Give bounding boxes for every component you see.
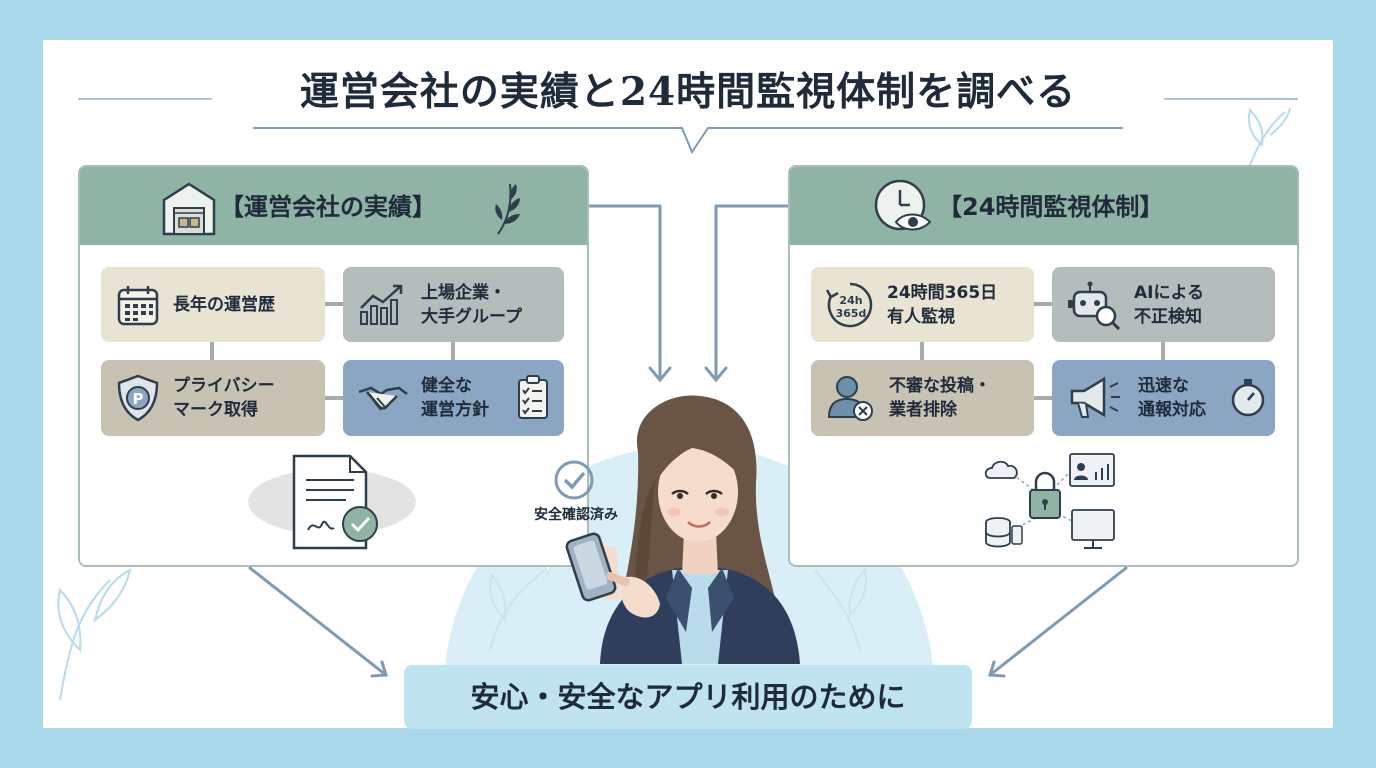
item-label: 24時間365日 有人監視 — [887, 282, 998, 327]
clock-eye-icon — [874, 179, 932, 231]
staffed-monitoring-item: 24h 365d 24時間365日 有人監視 — [811, 267, 1034, 342]
quick-report-item: 迅速な 通報対応 — [1052, 360, 1275, 436]
listed-company-item: 上場企業・ 大手グループ — [343, 267, 564, 342]
calendar-icon — [117, 285, 159, 325]
laurel-icon — [495, 183, 520, 235]
item-label: 上場企業・ 大手グループ — [421, 282, 522, 327]
suspicious-removal-item: 不審な投稿・ 業者排除 — [811, 360, 1034, 436]
bottom-banner: 安心・安全なアプリ利用のために — [404, 665, 972, 729]
megaphone-icon — [1070, 376, 1120, 418]
privacy-mark-item: P プライバシー マーク取得 — [101, 360, 325, 436]
stopwatch-icon — [1231, 379, 1265, 417]
signed-document-icon — [248, 454, 416, 550]
ai-detection-item: AIによる 不正検知 — [1052, 267, 1275, 342]
handshake-icon — [358, 386, 408, 411]
item-label: プライバシー マーク取得 — [173, 376, 275, 420]
left-panel-heading: 【運営会社の実績】 — [220, 193, 436, 221]
network-security-icon — [984, 453, 1115, 549]
item-label: 健全な 運営方針 — [421, 376, 489, 420]
warehouse-icon — [162, 182, 216, 236]
woman-with-smartphone-illustration — [565, 395, 800, 664]
safety-confirmed-label: 安全確認済み — [534, 507, 618, 523]
right-panel-heading: 【24時間監視体制】 — [938, 193, 1164, 221]
clipboard-icon — [518, 375, 548, 419]
growth-chart-icon — [360, 284, 403, 325]
item-label: 不審な投稿・ 業者排除 — [889, 376, 991, 420]
long-operation-history-item: 長年の運営歴 — [101, 267, 325, 342]
24h-365d-icon: 24h 365d — [825, 282, 873, 327]
item-label: 長年の運営歴 — [173, 294, 275, 315]
ai-robot-icon — [1068, 281, 1121, 330]
sound-management-item: 健全な 運営方針 — [343, 360, 564, 436]
svg-text:P: P — [133, 390, 144, 408]
badge-top-text: 24h — [839, 294, 862, 307]
badge-bottom-text: 365d — [836, 307, 867, 320]
item-label: AIによる 不正検知 — [1134, 282, 1204, 327]
item-label: 迅速な 通報対応 — [1138, 376, 1206, 420]
check-circle-icon — [554, 460, 594, 500]
block-user-icon — [827, 376, 873, 421]
privacy-shield-icon: P — [117, 374, 159, 422]
page-title: 運営会社の実績と24時間監視体制を調べる — [299, 69, 1077, 115]
panel-header — [790, 167, 1297, 245]
